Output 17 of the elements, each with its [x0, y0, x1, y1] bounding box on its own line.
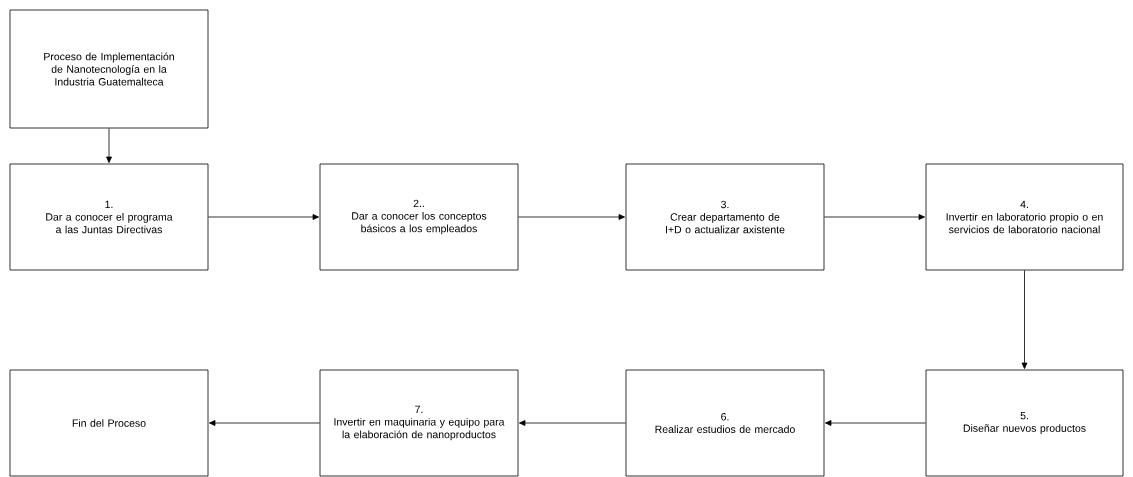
process-box: 3. Crear departamento de I+D o actualizar axistente: [625, 163, 825, 271]
arrow: [209, 420, 320, 426]
process-box: Proceso de Implementación de Nanotecnología en la Industria Guatemalteca: [9, 9, 209, 129]
process-box: 2.. Dar a conocer los conceptos básicos a los empleados: [319, 163, 519, 271]
process-box: 5. Diseñar nuevos productos: [925, 369, 1124, 477]
arrow: [824, 214, 925, 220]
arrow: [519, 420, 626, 426]
arrow: [518, 214, 625, 220]
process-box: Fin del Proceso: [9, 369, 209, 477]
process-box: 1. Dar a conocer el programa a las Juntas Directivas: [9, 163, 209, 271]
arrow: [208, 214, 319, 220]
arrow: [825, 420, 926, 426]
arrow: [1021, 270, 1028, 369]
process-box: 4. Invertir en laboratorio propio o en servicios de laboratorio nacional: [925, 163, 1124, 271]
process-box: 6. Realizar estudios de mercado: [625, 369, 825, 477]
arrow: [106, 128, 112, 163]
process-box: 7. Invertir en maquinaria y equipo para la elaboración de nanoproductos: [319, 369, 519, 477]
